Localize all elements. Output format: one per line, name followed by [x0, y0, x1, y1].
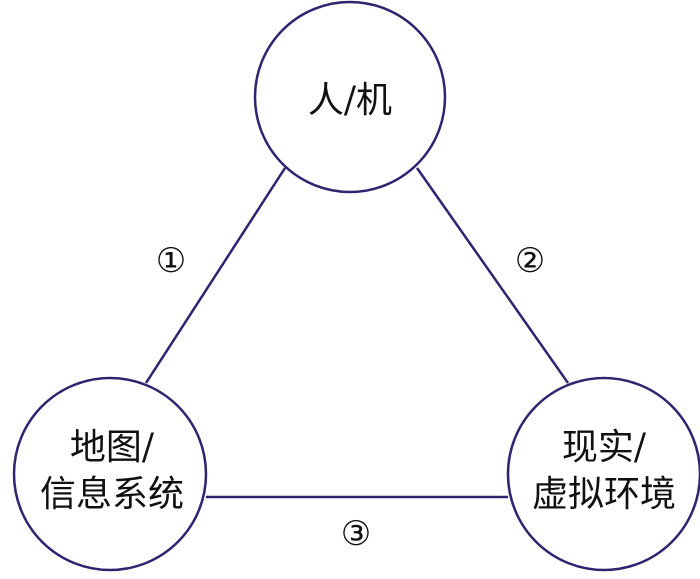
- node-left-circle: [12, 376, 208, 572]
- edge-top-right: [415, 167, 570, 384]
- node-top-circle: [253, 0, 447, 194]
- node-top-label: 人/机: [308, 80, 392, 121]
- node-left-label-line1: 地图/: [70, 427, 155, 468]
- node-right-circle: [506, 376, 700, 572]
- edge-left-label: ①: [156, 241, 186, 281]
- edge-top-left: [144, 167, 287, 384]
- edge-bottom-label: ③: [341, 514, 371, 554]
- edge-right-label: ②: [515, 241, 545, 281]
- node-right-label-line2: 虚拟环境: [532, 474, 676, 515]
- node-left-label-line2: 信息系统: [40, 474, 184, 515]
- node-right-label-line1: 现实/: [562, 427, 647, 468]
